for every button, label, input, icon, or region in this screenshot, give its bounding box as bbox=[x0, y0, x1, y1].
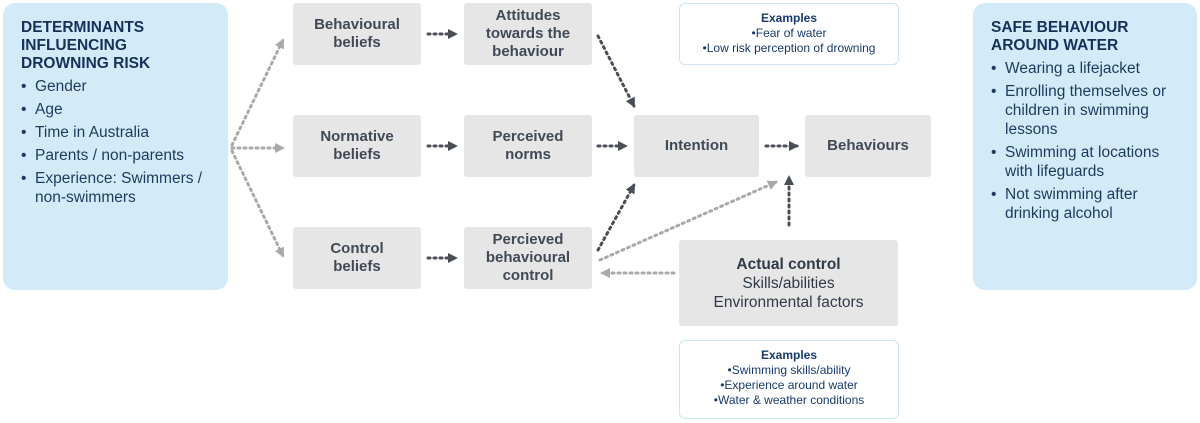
example-item: Experience around water bbox=[680, 378, 898, 393]
examples-top-list: Fear of water Low risk perception of dro… bbox=[680, 26, 898, 56]
control-beliefs-box: Control beliefs bbox=[293, 227, 421, 289]
examples-top-title: Examples bbox=[760, 11, 818, 25]
safe-behaviour-item: Swimming at locations with lifeguards bbox=[991, 143, 1179, 181]
intention-box: Intention bbox=[634, 115, 759, 177]
determinant-item: Gender bbox=[21, 77, 210, 96]
determinants-panel: DETERMINANTS INFLUENCING DROWNING RISK G… bbox=[3, 3, 228, 290]
actual-control-box: Actual control Skills/abilities Environm… bbox=[679, 240, 898, 326]
safe-behaviour-item: Enrolling themselves or children in swim… bbox=[991, 82, 1179, 139]
safe-behaviour-list: Wearing a lifejacket Enrolling themselve… bbox=[991, 59, 1179, 223]
safe-behaviour-panel: SAFE BEHAVIOUR AROUND WATER Wearing a li… bbox=[973, 3, 1197, 290]
determinant-item: Experience: Swimmers / non-swimmers bbox=[21, 169, 210, 207]
safe-behaviour-item: Not swimming after drinking alcohol bbox=[991, 185, 1179, 223]
attitudes-box: Attitudes towards the behaviour bbox=[464, 3, 592, 65]
examples-bottom-title: Examples bbox=[760, 348, 818, 362]
behaviours-box: Behaviours bbox=[805, 115, 931, 177]
example-item: Swimming skills/ability bbox=[680, 363, 898, 378]
arrow-perceived-behaviours bbox=[598, 180, 778, 262]
determinant-item: Parents / non-parents bbox=[21, 146, 210, 165]
examples-top-box: Examples Fear of water Low risk percepti… bbox=[679, 3, 899, 65]
determinant-item: Time in Australia bbox=[21, 123, 210, 142]
arrow-determinants-behavioural bbox=[230, 38, 285, 147]
determinants-title: DETERMINANTS INFLUENCING DROWNING RISK bbox=[21, 19, 151, 72]
perceived-control-box: Percieved behavioural control bbox=[464, 227, 592, 289]
safe-behaviour-item: Wearing a lifejacket bbox=[991, 59, 1179, 78]
arrow-attitudes-intention bbox=[596, 34, 636, 108]
example-item: Water & weather conditions bbox=[680, 393, 898, 408]
behavioural-beliefs-box: Behavioural beliefs bbox=[293, 3, 421, 65]
actual-control-line: Environmental factors bbox=[713, 293, 864, 311]
example-item: Fear of water bbox=[680, 26, 898, 41]
example-item: Low risk perception of drowning bbox=[680, 41, 898, 56]
determinant-item: Age bbox=[21, 100, 210, 119]
arrow-determinants-control bbox=[230, 149, 285, 258]
actual-control-title: Actual control bbox=[736, 255, 841, 273]
determinants-list: Gender Age Time in Australia Parents / n… bbox=[21, 77, 210, 207]
examples-bottom-box: Examples Swimming skills/ability Experie… bbox=[679, 340, 899, 419]
arrow-perceived-intention bbox=[596, 183, 636, 252]
perceived-norms-box: Perceived norms bbox=[464, 115, 592, 177]
examples-bottom-list: Swimming skills/ability Experience aroun… bbox=[680, 363, 898, 408]
normative-beliefs-box: Normative beliefs bbox=[293, 115, 421, 177]
safe-behaviour-title: SAFE BEHAVIOUR AROUND WATER bbox=[991, 19, 1129, 54]
actual-control-line: Skills/abilities bbox=[742, 274, 835, 292]
